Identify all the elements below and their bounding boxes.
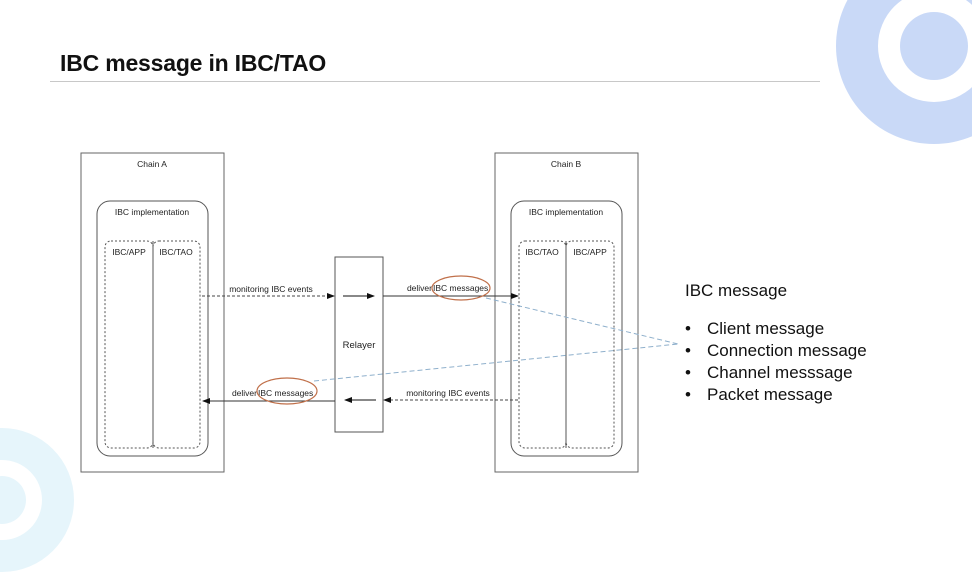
chain-a-module-tao-label: IBC/TAO bbox=[159, 247, 193, 257]
ibc-message-heading: IBC message bbox=[685, 281, 788, 300]
ibc-message-panel: IBC message • Client message • Connection … bbox=[685, 281, 867, 406]
bullet-icon: • bbox=[685, 363, 691, 382]
chain-a-ibc-implementation bbox=[96, 200, 209, 457]
bullet-icon: • bbox=[685, 341, 691, 360]
bullet-icon: • bbox=[685, 385, 691, 404]
chain-a-impl-label: IBC implementation bbox=[115, 207, 189, 217]
list-item: • Connection message bbox=[685, 340, 867, 362]
list-item: • Packet message bbox=[685, 384, 867, 406]
bullet-icon: • bbox=[685, 319, 691, 338]
chain-b-module-app-label: IBC/APP bbox=[573, 247, 607, 257]
decorative-circle-center bbox=[900, 12, 968, 80]
chain-b: Chain B IBC implementation IBC/TAO IBC/A… bbox=[494, 152, 639, 473]
chain-a-module-app bbox=[104, 240, 154, 449]
chain-b-module-app bbox=[565, 240, 615, 449]
edge-deliver-a-prefix: deliver bbox=[232, 388, 257, 398]
edge-monitoring-b-label: monitoring IBC events bbox=[406, 388, 490, 398]
list-item: • Channel messsage bbox=[685, 362, 867, 384]
chain-a-module-tao bbox=[152, 240, 201, 449]
chain-b-ibc-implementation bbox=[510, 200, 623, 457]
callout-line-lower bbox=[313, 343, 679, 382]
chain-b-label: Chain B bbox=[551, 159, 582, 169]
chain-b-impl-label: IBC implementation bbox=[529, 207, 603, 217]
chain-a: Chain A IBC implementation IBC/APP IBC/T… bbox=[80, 152, 225, 473]
chain-a-label: Chain A bbox=[137, 159, 167, 169]
highlight-ellipse-a bbox=[256, 377, 318, 405]
ibc-diagram: Chain A IBC implementation IBC/APP IBC/T… bbox=[80, 152, 679, 473]
relayer-label: Relayer bbox=[343, 340, 376, 351]
edge-monitoring-a-label: monitoring IBC events bbox=[229, 284, 313, 294]
relayer: Relayer bbox=[334, 256, 384, 433]
chain-a-module-app-label: IBC/APP bbox=[112, 247, 146, 257]
chain-b-module-tao bbox=[518, 240, 567, 449]
list-item-label: Packet message bbox=[707, 385, 833, 404]
title-divider bbox=[50, 81, 820, 82]
list-item-label: Client message bbox=[707, 319, 825, 338]
list-item: • Client message bbox=[685, 318, 867, 340]
ibc-message-list: • Client message • Connection message • Cha… bbox=[685, 318, 867, 406]
chain-a-box bbox=[80, 152, 225, 473]
highlight-ellipse-b bbox=[431, 275, 491, 301]
chain-b-box bbox=[494, 152, 639, 473]
edge-deliver-b-highlight: IBC messages bbox=[433, 283, 488, 293]
chain-b-module-tao-label: IBC/TAO bbox=[525, 247, 559, 257]
edge-deliver-b-prefix: deliver bbox=[407, 283, 432, 293]
callout-line-upper bbox=[485, 297, 679, 345]
relayer-box bbox=[334, 256, 384, 433]
list-item-label: Connection message bbox=[707, 341, 867, 360]
list-item-label: Channel messsage bbox=[707, 363, 853, 382]
edge-deliver-a-highlight: IBC messages bbox=[258, 388, 313, 398]
slide-title: IBC message in IBC/TAO bbox=[60, 50, 327, 76]
